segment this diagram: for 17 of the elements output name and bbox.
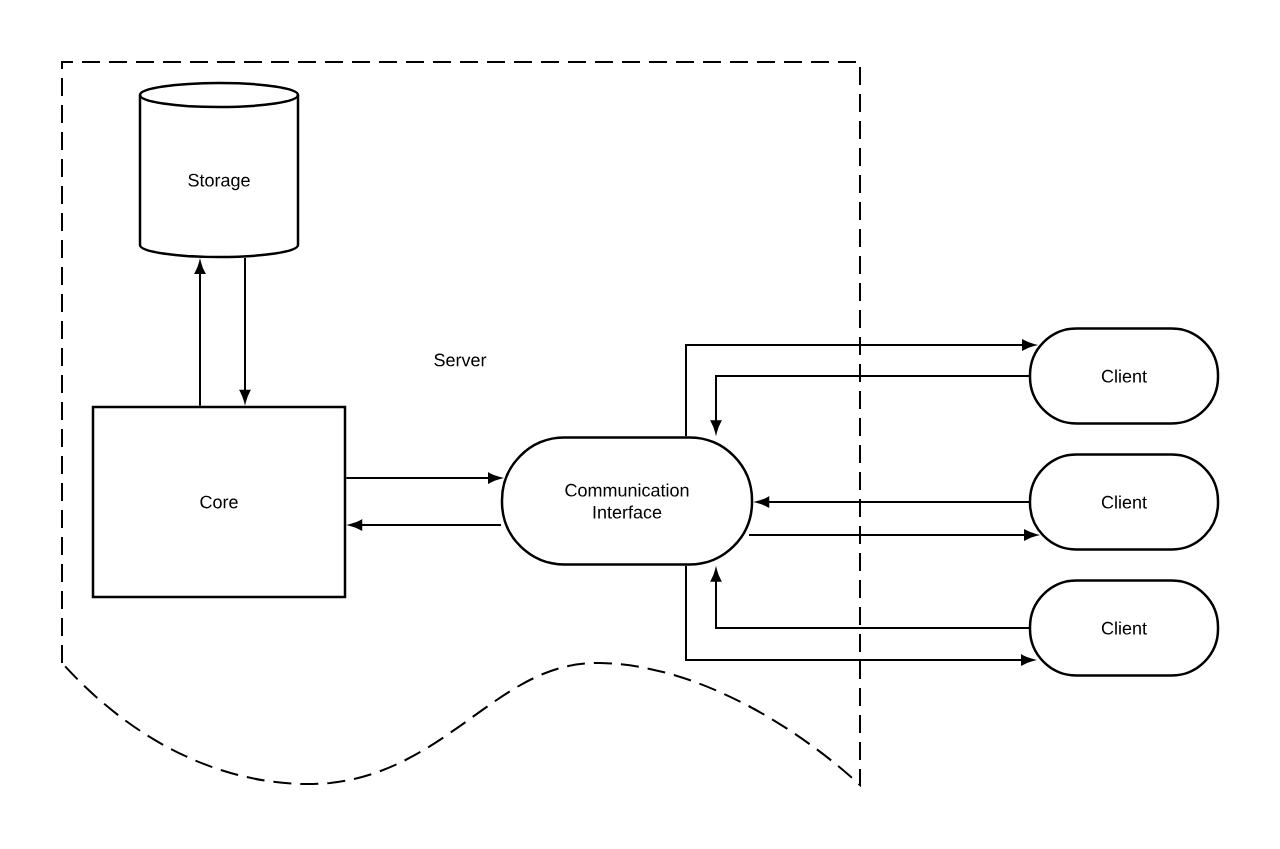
arrow [685, 339, 1035, 438]
arrow [349, 519, 502, 531]
arrow [194, 261, 206, 407]
arrow [748, 529, 1037, 541]
arrow [345, 472, 501, 484]
node-label: Storage [188, 173, 250, 191]
arrow [710, 568, 1031, 629]
arrow [685, 564, 1034, 666]
arrow [239, 257, 251, 403]
rounded-box: Client [1028, 453, 1220, 551]
rounded-box: Client [1028, 579, 1220, 677]
database-cylinder: Storage [138, 81, 300, 259]
process-box: Core [91, 405, 347, 599]
arrow [710, 375, 1031, 434]
arrow [756, 496, 1031, 508]
rounded-box: Client [1028, 327, 1220, 425]
rounded-box: Communication Interface [500, 436, 754, 566]
